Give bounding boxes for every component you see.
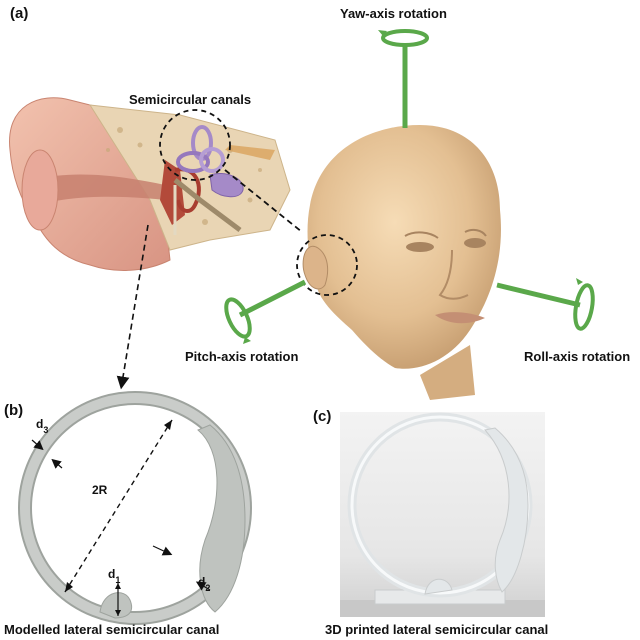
roll-axis	[496, 282, 581, 308]
d2-arrow-out	[195, 581, 211, 591]
dim-d1-label: d1	[108, 567, 120, 585]
canals-highlight-circle	[159, 109, 231, 181]
d3-arrow-out	[51, 458, 63, 469]
roll-label: Roll-axis rotation	[524, 349, 630, 364]
dim-d3-label: d3	[36, 417, 48, 435]
panel-b-caption: Modelled lateral semicircular canal	[4, 622, 219, 637]
diameter-dimension-line	[64, 419, 173, 593]
semicircular-canals-structure	[176, 125, 275, 198]
roll-rotation-arrow-icon	[573, 283, 595, 331]
yaw-rotation-arrow-icon	[381, 29, 429, 47]
panel-a-letter: (a)	[10, 5, 28, 22]
modelled-canal-render	[18, 391, 252, 625]
d2-arrow-in	[152, 545, 173, 556]
pitch-rotation-arrow-icon	[224, 297, 252, 339]
head-model-illustration	[302, 125, 501, 400]
ear-anatomy-illustration	[9, 97, 291, 271]
pitch-axis	[238, 279, 307, 318]
panel-c-caption: 3D printed lateral semicircular canal	[325, 622, 548, 637]
pitch-label: Pitch-axis rotation	[185, 349, 298, 364]
panel-c-letter: (c)	[313, 408, 331, 425]
printed-canal-photo	[340, 412, 545, 617]
canals-label: Semicircular canals	[129, 92, 251, 107]
ear-highlight-circle	[296, 234, 358, 296]
dim-2r-label: 2R	[92, 483, 108, 497]
yaw-label: Yaw-axis rotation	[340, 6, 447, 21]
zoom-connector-line	[224, 169, 303, 233]
panel-b-letter: (b)	[4, 402, 23, 419]
d3-arrow-in	[31, 439, 44, 451]
dim-d2-label: d2	[198, 575, 210, 593]
pointer-to-panel-b	[116, 224, 149, 390]
